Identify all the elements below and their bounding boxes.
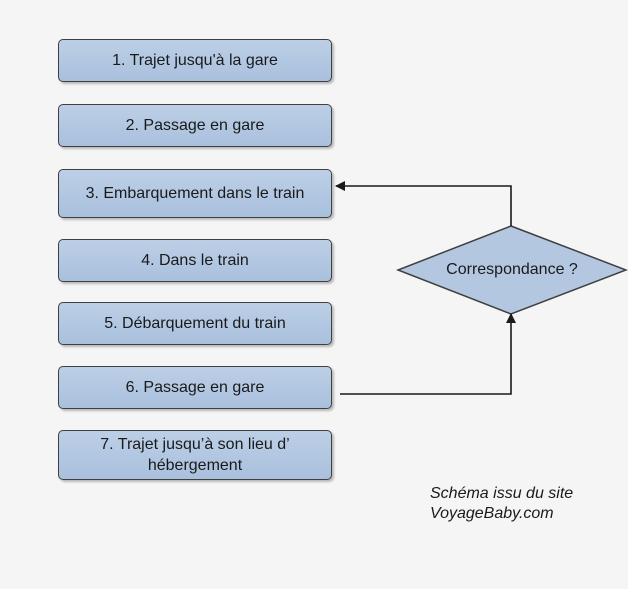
step-4-label: 4. Dans le train: [141, 252, 249, 269]
step-6-label: 6. Passage en gare: [125, 379, 265, 396]
step-6-box: 6. Passage en gare: [58, 366, 332, 409]
credit-line-1: Schéma issu du site: [430, 485, 574, 502]
step-3-label: 3. Embarquement dans le train: [85, 185, 305, 202]
connector-decision-to-step3: [335, 181, 512, 226]
step-3-box: 3. Embarquement dans le train: [58, 169, 332, 218]
step-1-box: 1. Trajet jusqu'à la gare: [58, 39, 332, 82]
source-credit: Schéma issu du site VoyageBaby.com: [430, 484, 573, 524]
credit-line-2: VoyageBaby.com: [430, 505, 554, 522]
connector-step6-to-decision: [340, 313, 516, 395]
step-7-box: 7. Trajet jusqu’à son lieu d’ hébergemen…: [58, 430, 332, 480]
step-7-label: 7. Trajet jusqu’à son lieu d’ hébergemen…: [100, 436, 290, 474]
step-2-box: 2. Passage en gare: [58, 104, 332, 147]
step-4-box: 4. Dans le train: [58, 239, 332, 282]
decision-label: Correspondance ?: [446, 261, 578, 278]
step-1-label: 1. Trajet jusqu'à la gare: [112, 52, 278, 69]
step-5-box: 5. Débarquement du train: [58, 302, 332, 345]
step-2-label: 2. Passage en gare: [125, 117, 265, 134]
step-5-label: 5. Débarquement du train: [104, 315, 286, 332]
